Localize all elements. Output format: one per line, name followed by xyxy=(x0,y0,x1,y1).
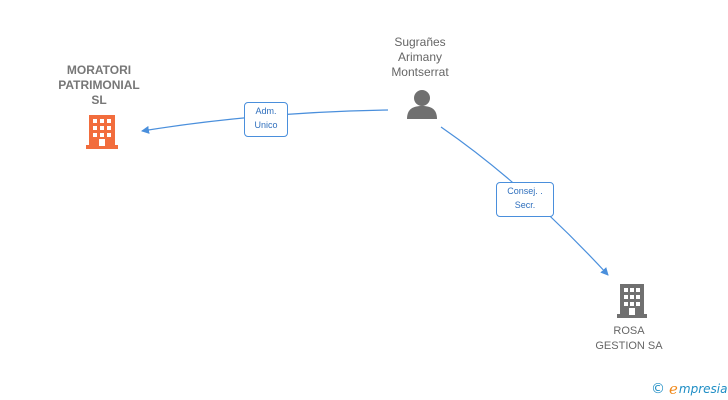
person-name-line: Sugrañes xyxy=(394,35,446,49)
building-icon[interactable] xyxy=(617,284,647,318)
person-icon[interactable] xyxy=(406,89,438,119)
brand-initial: e xyxy=(669,380,678,398)
edge-role-text: Unico xyxy=(254,120,278,130)
company-name-line: ROSA xyxy=(613,325,645,337)
edge-role-text: Adm. xyxy=(255,106,277,116)
company-node-label-moratori[interactable]: MORATORI PATRIMONIAL SL xyxy=(38,63,160,108)
edge-role-text: Consej. . xyxy=(507,186,543,196)
company-name-line: SL xyxy=(91,93,107,107)
edge-role-label[interactable]: Adm. Unico xyxy=(244,102,288,137)
brand-logo: © e mpresia xyxy=(651,380,727,398)
company-node-label-rosa[interactable]: ROSA GESTION SA xyxy=(569,324,689,354)
copyright-icon: © xyxy=(651,381,665,397)
edge-role-text: Secr. xyxy=(514,200,536,210)
company-name-line: MORATORI xyxy=(66,63,132,77)
company-name-line: GESTION SA xyxy=(595,340,663,352)
company-name-line: PATRIMONIAL xyxy=(58,78,140,92)
person-name-line: Montserrat xyxy=(391,65,449,79)
edge-role-label[interactable]: Consej. . Secr. xyxy=(496,182,554,217)
person-node-label[interactable]: Sugrañes Arimany Montserrat xyxy=(370,35,470,80)
building-icon[interactable] xyxy=(86,115,118,149)
person-name-line: Arimany xyxy=(397,50,442,64)
brand-name: mpresia xyxy=(678,382,728,396)
